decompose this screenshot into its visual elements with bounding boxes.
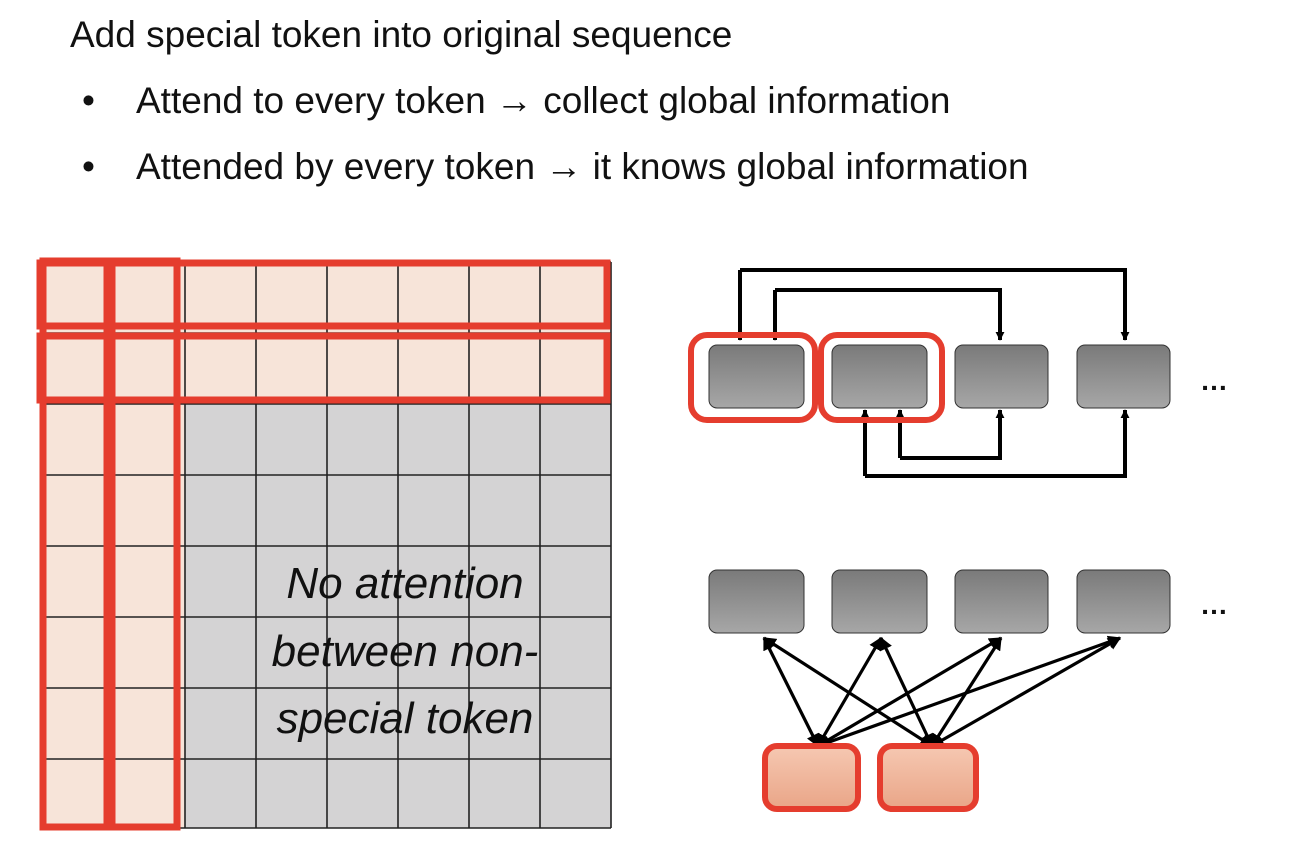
token-special-1 xyxy=(708,344,805,409)
token-special-2 xyxy=(831,344,928,409)
token-4 xyxy=(1076,344,1171,409)
bullet-marker: • xyxy=(82,146,95,187)
attention-matrix: No attention between non- special token xyxy=(36,257,612,831)
special-col-highlight-1 xyxy=(39,257,111,831)
special-token-1 xyxy=(762,743,861,812)
matrix-caption-line-3: special token xyxy=(277,694,534,743)
special-token-highlight-2 xyxy=(818,332,945,423)
token-3 xyxy=(954,344,1049,409)
special-highlights xyxy=(36,257,611,831)
special-token-highlight-1 xyxy=(688,332,818,423)
bullet-marker: • xyxy=(82,80,95,121)
token-2 xyxy=(831,569,928,634)
special-col-highlight-2 xyxy=(108,257,181,831)
matrix-caption-line-2: between non- xyxy=(272,627,539,676)
matrix-caption-line-1: No attention xyxy=(286,559,523,608)
token-3 xyxy=(954,569,1049,634)
token-1 xyxy=(708,569,805,634)
special-token-2 xyxy=(877,743,979,812)
bottom-diagram: … xyxy=(708,569,1228,812)
bottom-arrows xyxy=(762,635,1122,749)
bullet-text: Attend to every token → collect global i… xyxy=(136,80,951,121)
token-4 xyxy=(1076,569,1171,634)
slide-title: Add special token into original sequence xyxy=(70,14,733,55)
bullet-text: Attended by every token → it knows globa… xyxy=(136,146,1029,187)
top-ellipsis: … xyxy=(1200,365,1228,396)
bottom-ellipsis: … xyxy=(1200,589,1228,620)
top-diagram: … xyxy=(688,268,1228,478)
